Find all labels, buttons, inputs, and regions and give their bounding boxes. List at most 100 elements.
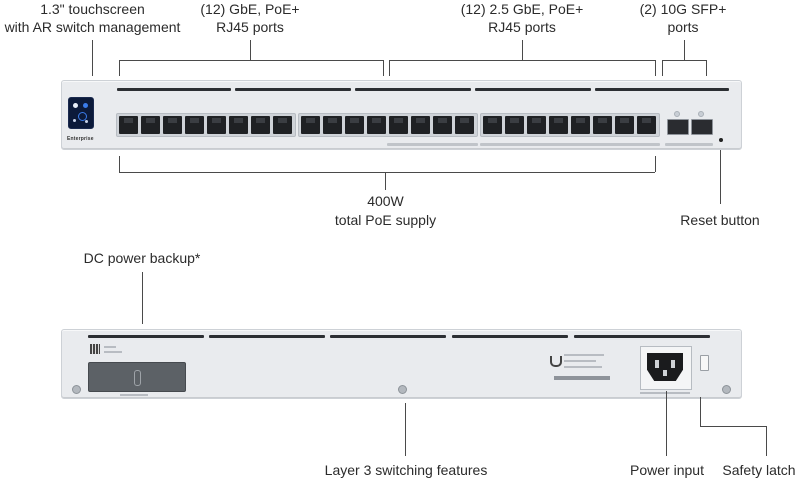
rj45-port[interactable]: [527, 116, 546, 134]
poe-supply-label-line1: 400W: [367, 193, 404, 209]
regulatory-icons: [554, 376, 610, 380]
power-pin-ground: [663, 370, 667, 376]
rj45-port[interactable]: [433, 116, 452, 134]
power-pin-right: [671, 360, 675, 368]
rj45-port[interactable]: [455, 116, 474, 134]
rj45-port[interactable]: [637, 116, 656, 134]
rj45-port[interactable]: [301, 116, 320, 134]
port-group-3: [480, 113, 660, 137]
sfp-ports-label: (2) 10G SFP+ ports: [630, 0, 736, 36]
sfp-port-1[interactable]: [667, 119, 689, 135]
reset-button-label: Reset button: [680, 212, 760, 228]
screen-dot-small-2: [85, 120, 88, 123]
sfp-port-2[interactable]: [691, 119, 713, 135]
safety-latch-callout-horizontal: [700, 426, 766, 427]
screw-icon: [722, 385, 731, 394]
safety-latch-callout-down: [766, 426, 767, 456]
power-caption: [640, 392, 690, 394]
switch-front-panel: Enterprise: [61, 80, 742, 150]
screw-icon: [398, 385, 407, 394]
rj45-port[interactable]: [119, 116, 138, 134]
rj45-port[interactable]: [273, 116, 292, 134]
touchscreen-display[interactable]: [68, 97, 94, 129]
sfp-bracket-left: [662, 60, 663, 76]
screen-dot-small: [73, 119, 76, 122]
rj45-port[interactable]: [207, 116, 226, 134]
rj45-port[interactable]: [163, 116, 182, 134]
qr-code: [90, 344, 100, 354]
rj45-port[interactable]: [141, 116, 160, 134]
gbe25-bracket-left: [389, 60, 390, 76]
power-input-socket[interactable]: [647, 353, 683, 381]
sfp-bracket-horizontal: [662, 60, 706, 61]
dc-power-callout-line: [142, 272, 143, 324]
screen-dot-white: [73, 103, 78, 108]
rj45-port[interactable]: [411, 116, 430, 134]
poe-bracket-left: [119, 156, 120, 172]
dc-cover-clip: [134, 370, 141, 386]
sfp-bracket-right: [706, 60, 707, 76]
regulatory-text-3: [564, 366, 602, 368]
gbe-ports-label-line2: RJ45 ports: [216, 19, 284, 35]
gbe-ports-label: (12) GbE, PoE+ RJ45 ports: [184, 0, 316, 36]
gbe25-bracket-right: [655, 60, 656, 76]
screen-dot-ring: [78, 112, 87, 121]
rj45-port[interactable]: [251, 116, 270, 134]
rj45-port[interactable]: [615, 116, 634, 134]
back-top-bar-5: [574, 335, 710, 338]
sfp-led-1: [674, 111, 680, 117]
sfp-led-2: [698, 111, 704, 117]
poe-bracket-stem: [385, 172, 386, 190]
sfp-bracket-stem: [684, 40, 685, 60]
rj45-port[interactable]: [505, 116, 524, 134]
sfp-ports-label-line2: ports: [667, 19, 699, 35]
safety-latch[interactable]: [700, 355, 709, 371]
front-top-bar-3: [355, 88, 471, 91]
label-text-1: [104, 346, 116, 348]
front-top-bar-4: [475, 88, 591, 91]
port-group-2: [298, 113, 478, 137]
label-text-2: [104, 351, 122, 353]
rj45-port[interactable]: [483, 116, 502, 134]
gbe25-bracket-horizontal: [389, 60, 655, 61]
regulatory-text-2: [564, 360, 596, 362]
back-top-bar-3: [330, 335, 446, 338]
dc-cover-caption: [120, 394, 148, 396]
safety-latch-label: Safety latch: [722, 462, 796, 478]
touchscreen-label-line1: 1.3" touchscreen: [40, 1, 145, 17]
rj45-port[interactable]: [323, 116, 342, 134]
dc-power-cover[interactable]: [88, 362, 186, 392]
touchscreen-callout-line: [92, 40, 93, 76]
rj45-port[interactable]: [389, 116, 408, 134]
rj45-port[interactable]: [185, 116, 204, 134]
power-input-callout-line: [666, 391, 667, 456]
brand-label: Enterprise: [67, 136, 94, 142]
rj45-port[interactable]: [593, 116, 612, 134]
poe-bracket-right: [655, 156, 656, 172]
gbe25-ports-label: (12) 2.5 GbE, PoE+ RJ45 ports: [455, 0, 589, 36]
gbe-bracket-horizontal: [119, 60, 383, 61]
back-top-bar-2: [209, 335, 325, 338]
gbe-port-group-1: [116, 113, 296, 137]
port-underline-3: [480, 143, 660, 146]
gbe25-ports-label-line1: (12) 2.5 GbE, PoE+: [460, 1, 584, 17]
touchscreen-label: 1.3" touchscreen with AR switch manageme…: [0, 0, 185, 36]
front-top-bar-2: [235, 88, 351, 91]
front-top-bar-1: [117, 88, 231, 91]
rj45-port[interactable]: [367, 116, 386, 134]
switch-back-panel: [61, 329, 742, 399]
touchscreen-label-line2: with AR switch management: [4, 19, 181, 35]
rj45-port[interactable]: [571, 116, 590, 134]
power-input-socket-frame: [640, 346, 692, 390]
power-pin-left: [655, 360, 659, 368]
rj45-port[interactable]: [549, 116, 568, 134]
safety-latch-callout-vertical: [700, 397, 701, 426]
gbe-bracket-left: [119, 60, 120, 76]
regulatory-text-1: [564, 354, 604, 356]
rj45-port[interactable]: [229, 116, 248, 134]
rj45-port[interactable]: [345, 116, 364, 134]
reset-button[interactable]: [719, 138, 723, 142]
gbe-ports-label-line1: (12) GbE, PoE+: [200, 1, 300, 17]
layer3-label: Layer 3 switching features: [324, 462, 488, 478]
port-underline-2: [387, 143, 478, 146]
